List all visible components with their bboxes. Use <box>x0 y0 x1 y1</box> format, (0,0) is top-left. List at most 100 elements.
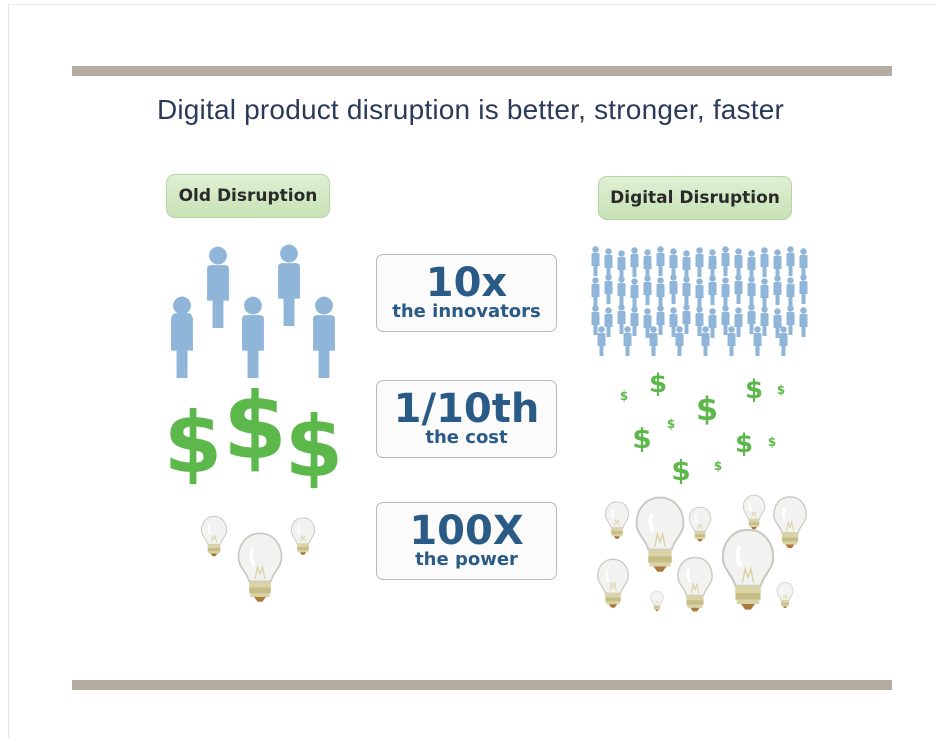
person-icon <box>604 274 613 304</box>
person-icon <box>773 275 782 305</box>
person-icon <box>242 296 264 378</box>
person-icon <box>675 326 684 356</box>
person-icon <box>591 277 600 307</box>
old-disruption-label: Old Disruption <box>166 174 330 218</box>
person-icon <box>623 326 632 356</box>
lightbulb-icon <box>200 515 228 558</box>
person-icon <box>617 276 626 306</box>
person-icon <box>172 296 192 370</box>
dollar-sign-icon: $ <box>632 422 651 455</box>
slide-frame <box>8 4 936 738</box>
person-icon <box>760 247 769 277</box>
person-icon <box>591 305 600 335</box>
person-icon <box>734 307 743 337</box>
dollar-sign-icon: $ <box>768 435 776 449</box>
power-stat-box: 100X the power <box>376 502 557 580</box>
bottom-divider <box>72 680 892 690</box>
person-icon <box>721 305 730 335</box>
dollar-sign-icon: $ <box>620 389 628 403</box>
person-icon <box>669 248 678 278</box>
person-icon <box>799 274 808 304</box>
person-icon <box>643 275 652 305</box>
person-icon <box>734 248 743 278</box>
person-icon <box>207 246 229 328</box>
person-icon <box>753 326 762 356</box>
person-icon <box>617 250 626 280</box>
person-icon <box>747 250 756 280</box>
person-icon <box>721 277 730 307</box>
person-icon <box>656 305 665 335</box>
stat-value: 1/10th <box>393 386 540 432</box>
person-icon <box>799 248 808 278</box>
person-icon <box>701 326 710 356</box>
person-icon <box>734 274 743 304</box>
dollar-sign-icon: $ <box>667 417 675 431</box>
person-icon <box>695 306 704 336</box>
lightbulb-icon <box>650 590 664 612</box>
lightbulb-icon <box>637 498 684 572</box>
person-icon <box>313 296 335 378</box>
top-divider <box>72 66 892 76</box>
person-icon <box>760 278 769 308</box>
person-icon <box>786 277 795 307</box>
person-icon <box>669 307 678 337</box>
person-icon <box>643 249 652 279</box>
person-icon <box>695 247 704 277</box>
person-icon <box>747 276 756 306</box>
person-icon <box>630 247 639 277</box>
dollar-sign-icon: $ <box>696 390 718 428</box>
person-icon <box>656 277 665 307</box>
lightbulb-icon <box>236 531 284 604</box>
stat-caption: the power <box>415 549 518 570</box>
person-icon <box>604 248 613 278</box>
cost-stat-box: 1/10th the cost <box>376 380 557 458</box>
person-icon <box>604 307 613 337</box>
dollar-sign-icon: $ <box>735 429 753 459</box>
person-icon <box>786 305 795 335</box>
digital-disruption-label: Digital Disruption <box>598 176 792 220</box>
lightbulb-icon <box>290 516 316 556</box>
stat-value: 10x <box>425 260 508 306</box>
person-icon <box>630 306 639 336</box>
person-icon <box>799 307 808 337</box>
dollar-sign-icon: $ <box>164 394 222 492</box>
lightbulb-icon <box>742 494 766 531</box>
person-icon <box>682 250 691 280</box>
person-icon <box>669 274 678 304</box>
lightbulb-icon <box>676 555 714 614</box>
person-icon <box>773 249 782 279</box>
person-icon <box>630 278 639 308</box>
dollar-sign-icon: $ <box>777 383 785 397</box>
lightbulb-icon <box>604 500 630 540</box>
innovators-stat-box: 10x the innovators <box>376 254 557 332</box>
person-icon <box>597 326 606 356</box>
slide-title: Digital product disruption is better, st… <box>156 94 785 125</box>
lightbulb-icon <box>596 557 630 610</box>
person-icon <box>649 326 658 356</box>
lightbulb-icon <box>688 506 712 543</box>
lightbulb-icon <box>723 530 773 610</box>
person-icon <box>682 304 691 334</box>
person-icon <box>708 275 717 305</box>
lightbulb-icon <box>772 495 808 550</box>
dollar-sign-icon: $ <box>714 459 722 473</box>
person-icon <box>708 249 717 279</box>
lightbulb-icon <box>776 581 794 609</box>
person-icon <box>708 308 717 338</box>
person-icon <box>656 246 665 276</box>
dollar-sign-icon: $ <box>285 398 343 496</box>
dollar-sign-icon: $ <box>671 454 690 487</box>
dollar-sign-icon: $ <box>223 373 287 480</box>
person-icon <box>682 276 691 306</box>
dollar-sign-icon: $ <box>649 369 667 399</box>
dollar-sign-icon: $ <box>745 375 763 405</box>
person-icon <box>779 326 788 356</box>
person-icon <box>786 246 795 276</box>
person-icon <box>721 246 730 276</box>
person-icon <box>727 326 736 356</box>
stat-caption: the cost <box>425 427 508 448</box>
stat-value: 100X <box>409 508 524 554</box>
person-icon <box>695 278 704 308</box>
person-icon <box>591 246 600 276</box>
